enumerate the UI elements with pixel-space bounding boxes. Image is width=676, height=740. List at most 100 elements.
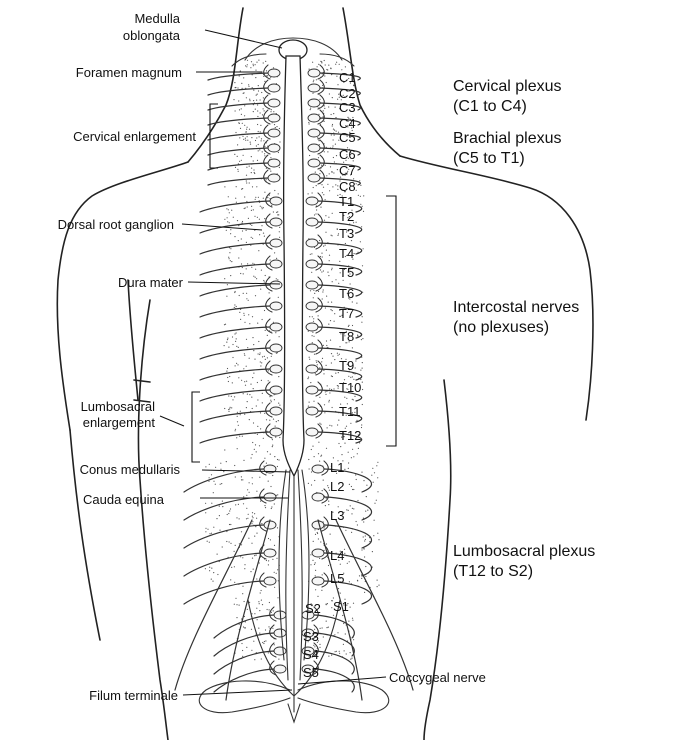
stipple-dot bbox=[357, 335, 359, 337]
stipple-dot bbox=[236, 415, 238, 417]
stipple-dot bbox=[231, 336, 234, 338]
stipple-dot bbox=[230, 579, 232, 581]
stipple-dot bbox=[250, 209, 252, 211]
segment-label: C6 bbox=[339, 147, 356, 162]
right-shoulder-outline bbox=[399, 155, 594, 421]
stipple-dot bbox=[265, 462, 267, 464]
stipple-dot bbox=[339, 346, 341, 348]
stipple-dot bbox=[323, 369, 325, 371]
stipple-dot bbox=[352, 602, 355, 604]
stipple-dot bbox=[323, 105, 325, 107]
stipple-dot bbox=[205, 502, 207, 504]
stipple-dot bbox=[251, 396, 253, 398]
stipple-dot bbox=[334, 106, 336, 108]
stipple-dot bbox=[340, 333, 342, 335]
stipple-dot bbox=[253, 100, 255, 102]
stipple-dot bbox=[360, 203, 362, 205]
stipple-dot bbox=[274, 586, 276, 588]
stipple-dot bbox=[348, 117, 350, 119]
stipple-dot bbox=[254, 108, 256, 110]
stipple-dot bbox=[263, 642, 265, 645]
stipple-dot bbox=[332, 186, 334, 188]
left-labels: Medulla oblongata Foramen magnum Cervica… bbox=[58, 11, 293, 703]
stipple-dot bbox=[353, 639, 355, 641]
stipple-dot bbox=[255, 69, 257, 71]
stipple-dot bbox=[343, 379, 346, 381]
skull-base-left-wing bbox=[231, 53, 267, 67]
stipple-dot bbox=[253, 640, 255, 642]
stipple-dot bbox=[234, 291, 236, 294]
stipple-dot bbox=[236, 345, 238, 347]
stipple-dot bbox=[254, 198, 256, 200]
stipple-dot bbox=[261, 362, 263, 364]
stipple-dot bbox=[339, 272, 341, 274]
stipple-dot bbox=[332, 457, 334, 459]
stipple-dot bbox=[335, 155, 338, 157]
stipple-dot bbox=[228, 258, 230, 260]
stipple-dot bbox=[346, 147, 349, 149]
stipple-dot bbox=[264, 457, 266, 459]
stipple-dot bbox=[314, 533, 317, 536]
stipple-dot bbox=[346, 388, 348, 390]
stipple-dot bbox=[276, 211, 278, 213]
stipple-dot bbox=[346, 254, 348, 257]
stipple-dot bbox=[346, 403, 348, 405]
stipple-dot bbox=[248, 182, 250, 184]
stipple-dot bbox=[319, 255, 321, 258]
stipple-dot bbox=[351, 657, 353, 659]
stipple-dot bbox=[259, 149, 261, 151]
stipple-dot bbox=[312, 186, 314, 189]
segment-label: C1 bbox=[339, 70, 356, 85]
stipple-dot bbox=[324, 391, 326, 393]
stipple-dot bbox=[335, 63, 337, 65]
stipple-dot bbox=[324, 107, 326, 109]
stipple-dot bbox=[354, 367, 356, 369]
stipple-dot bbox=[261, 402, 263, 404]
dorsal-root-ganglion bbox=[307, 113, 321, 123]
stipple-dot bbox=[248, 314, 250, 316]
spinal-nerve-right bbox=[317, 368, 363, 381]
stipple-dot bbox=[346, 173, 348, 175]
stipple-dot bbox=[277, 569, 279, 571]
stipple-dot bbox=[246, 292, 248, 294]
stipple-dot bbox=[229, 408, 231, 410]
stipple-dot bbox=[250, 244, 252, 246]
stipple-dot bbox=[326, 390, 328, 392]
stipple-dot bbox=[342, 94, 344, 96]
stipple-dot bbox=[339, 152, 341, 154]
stipple-dot bbox=[345, 159, 347, 161]
stipple-dot bbox=[234, 365, 236, 367]
spinal-nerve-left bbox=[199, 305, 271, 318]
stipple-dot bbox=[244, 124, 246, 126]
stipple-dot bbox=[210, 474, 213, 476]
stipple-dot bbox=[352, 116, 354, 119]
stipple-dot bbox=[234, 236, 236, 238]
stipple-dot bbox=[259, 476, 261, 478]
stipple-dot bbox=[344, 442, 346, 444]
stipple-dot bbox=[323, 151, 325, 153]
stipple-dot bbox=[308, 655, 310, 657]
stipple-dot bbox=[264, 80, 266, 82]
stipple-dot bbox=[319, 643, 321, 646]
stipple-dot bbox=[328, 401, 330, 403]
stipple-dot bbox=[307, 405, 309, 407]
stipple-dot bbox=[317, 315, 319, 317]
stipple-dot bbox=[273, 399, 275, 401]
stipple-dot bbox=[338, 559, 340, 561]
stipple-dot bbox=[318, 441, 320, 443]
stipple-dot bbox=[234, 82, 236, 84]
stipple-dot bbox=[278, 214, 280, 216]
stipple-dot bbox=[317, 532, 319, 535]
stipple-dot bbox=[247, 489, 249, 491]
dorsal-root-ganglion-label: Dorsal root ganglion bbox=[58, 217, 174, 232]
stipple-dot bbox=[227, 380, 229, 383]
stipple-dot bbox=[317, 453, 320, 455]
spinal-nerve-left bbox=[207, 117, 269, 126]
stipple-dot bbox=[260, 658, 262, 660]
stipple-dot bbox=[324, 526, 326, 528]
stipple-dot bbox=[376, 579, 378, 581]
stipple-dot bbox=[349, 188, 351, 190]
stipple-dot bbox=[319, 557, 321, 560]
stipple-dot bbox=[351, 531, 353, 534]
stipple-dot bbox=[260, 140, 262, 142]
